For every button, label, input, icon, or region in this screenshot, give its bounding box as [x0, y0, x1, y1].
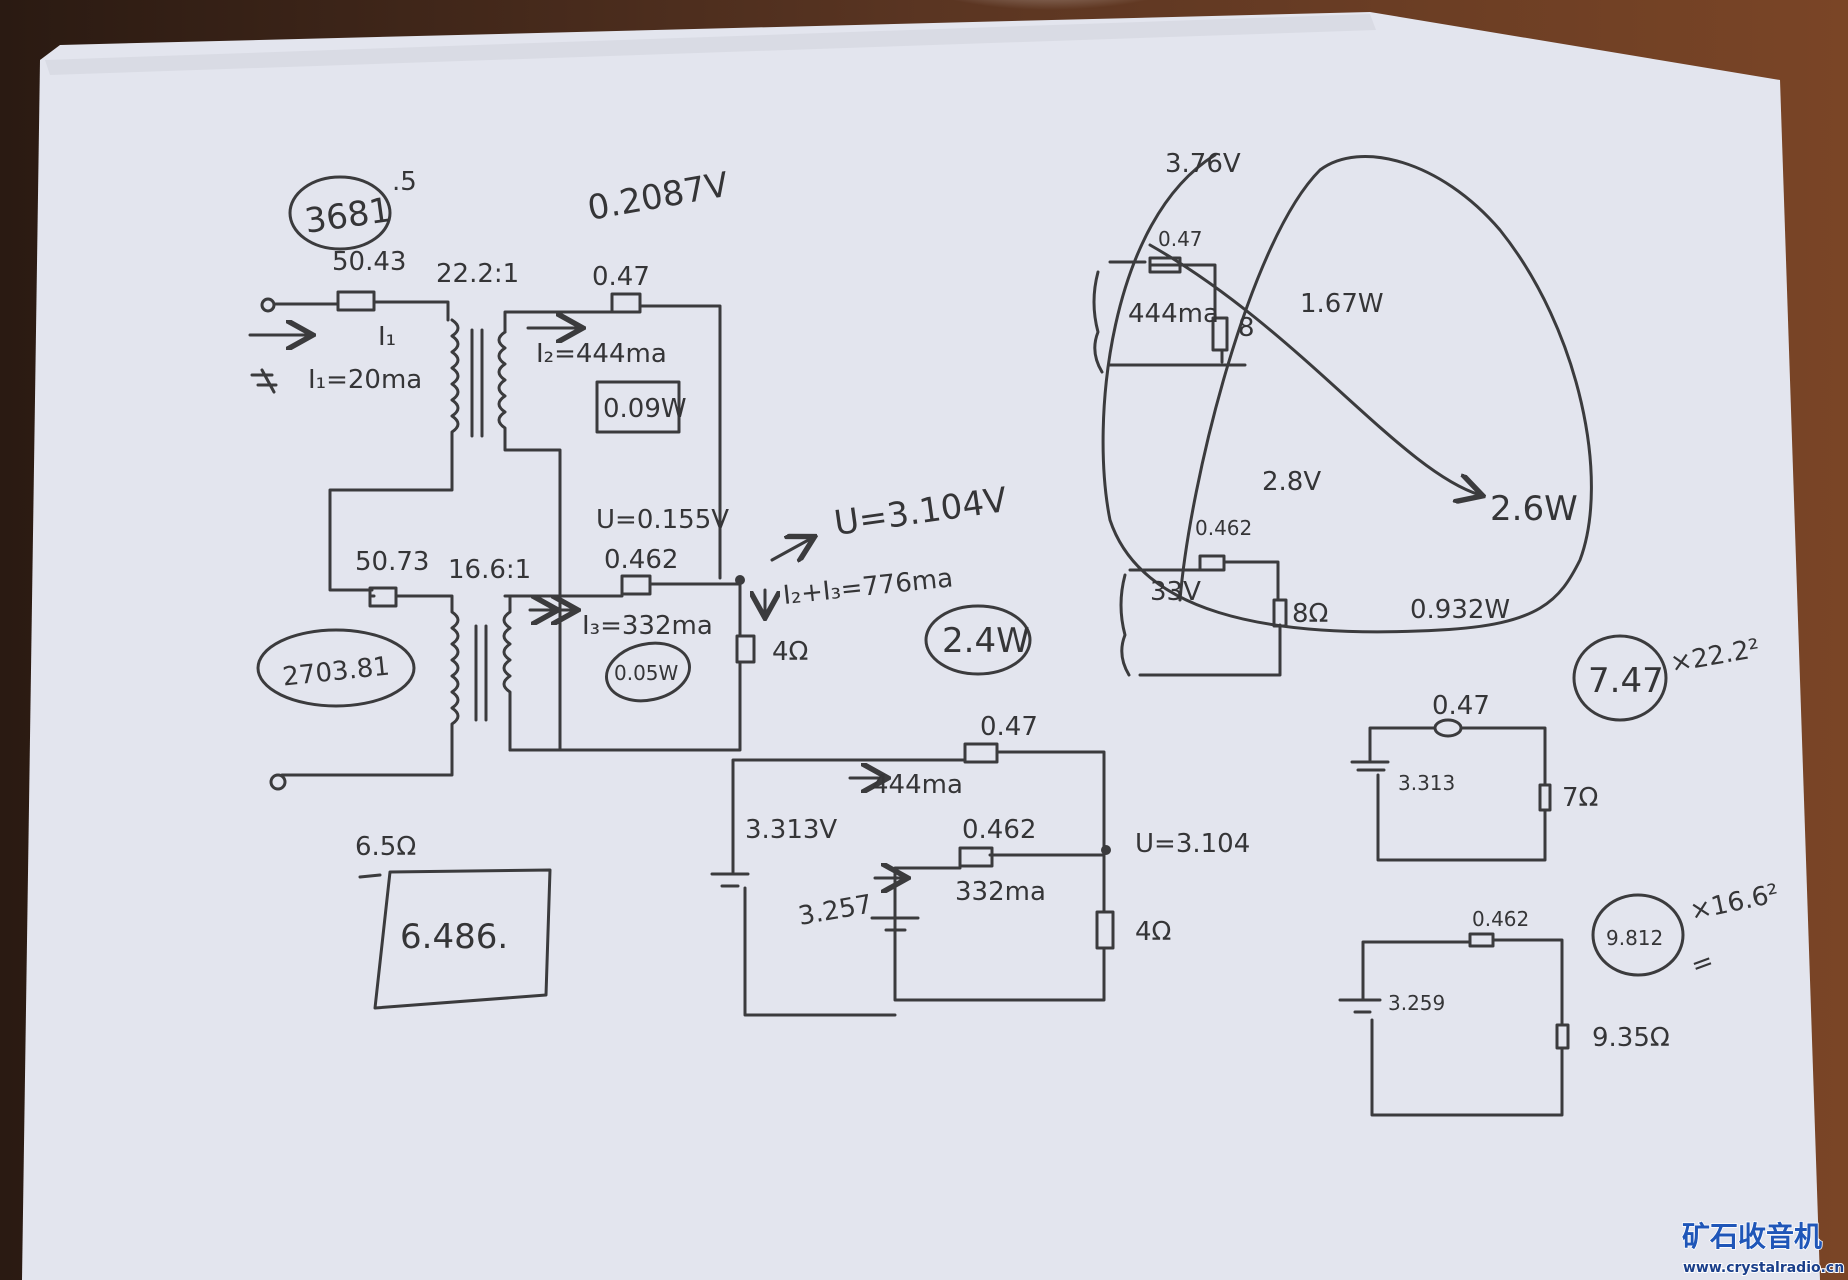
load-label: 9.35Ω: [1592, 1023, 1670, 1053]
p2-value: 0.09W: [603, 394, 687, 424]
battery: [1338, 998, 1382, 1014]
r-label: 0.462: [1472, 907, 1529, 931]
i2-value: I₂=444ma: [536, 339, 667, 369]
circle-mark: [605, 641, 691, 703]
watermark-title: 矿石收音机: [1682, 1220, 1822, 1253]
i-mid-label: 332ma: [955, 877, 1046, 907]
v-mid-label: 2.8V: [1262, 467, 1321, 497]
power-b-label: 2.6W: [1490, 489, 1578, 529]
ratio1-label: 22.2:1: [436, 259, 519, 289]
resistor-mid: [958, 846, 994, 868]
boxed-mark: [358, 868, 552, 1010]
ratio2-label: 16.6:1: [448, 555, 531, 585]
v-left-label: 3.313V: [745, 815, 837, 845]
power-c-label: 0.932W: [1410, 595, 1510, 625]
transformer-core-2: [474, 624, 488, 722]
circle-mark: [1591, 893, 1685, 977]
r3-label: 0.462: [604, 545, 678, 575]
ground-terminal: [269, 773, 287, 791]
pointer-arrow: [1148, 243, 1480, 495]
resistor-load: [1095, 910, 1115, 950]
v-label: 3.259: [1388, 991, 1445, 1015]
circled-value: 9.812: [1606, 926, 1663, 950]
equivalent-circuit: 0.47 444ma 3.313V 0.462 332ma 3.257 U=3.…: [710, 712, 1250, 1017]
i1-value: I₁=20ma: [308, 365, 422, 395]
power-a-label: 1.67W: [1300, 289, 1384, 319]
resistor-r3: [620, 574, 652, 596]
resistor-load: [1538, 783, 1552, 812]
grouping-curve: [1101, 153, 1593, 634]
battery: [1350, 760, 1390, 772]
total-power-label: 2.4W: [942, 621, 1030, 661]
r-bottom-label: 0.462: [1195, 516, 1252, 540]
pointer-arrow: [770, 538, 812, 560]
boxed-mark: [595, 380, 681, 434]
r-label: 0.47: [1432, 691, 1490, 721]
circuit-b: 9.812 ×16.6² = 0.462 3.259 9.35Ω: [1338, 879, 1782, 1117]
r1-label: 50.43: [332, 247, 406, 277]
load-label: 7Ω: [1562, 783, 1598, 813]
resistor: [1433, 718, 1463, 738]
voltage-drop-label: U=0.155V: [596, 505, 729, 535]
scribble-mark: [250, 368, 278, 394]
circle-mark: [288, 175, 392, 251]
r-top-label: 0.47: [1158, 227, 1203, 251]
light-glare: [900, 0, 1200, 50]
i-top-label: 444ma: [872, 770, 963, 800]
transformer-core-1: [470, 328, 484, 438]
v-top-label: 3.76V: [1165, 149, 1241, 179]
load-bottom-label: 8Ω: [1292, 599, 1328, 629]
r2-label: 0.47: [592, 262, 650, 292]
v-bottom-label: 33V: [1150, 577, 1201, 607]
circle-mark: [924, 604, 1032, 676]
circle-mark: [1572, 634, 1668, 722]
battery-mid: [870, 916, 920, 932]
resistor-bottom: [1198, 554, 1226, 572]
boxed-value: 6.486.: [400, 917, 508, 957]
resistor: [1468, 932, 1495, 948]
r-mid-label: 0.462: [962, 815, 1036, 845]
battery-left: [710, 872, 750, 888]
i-top-label: 444ma: [1128, 299, 1219, 329]
circle-mark: [256, 628, 416, 708]
i3-value: I₃=332ma: [582, 611, 713, 641]
v-label: 3.313: [1398, 771, 1455, 795]
r4-label: 50.73: [355, 547, 429, 577]
i1-label: I₁: [378, 322, 396, 352]
resistor-top: [963, 742, 999, 764]
resistor-r2: [610, 292, 642, 314]
watermark: 矿石收音机 www.crystalradio.cn: [1681, 1219, 1845, 1277]
resistance-note: 6.5Ω: [355, 832, 416, 862]
p3-value: 0.05W: [614, 661, 679, 685]
resistor-load-bottom: [1272, 598, 1288, 628]
load-label: 4Ω: [772, 637, 808, 667]
circled-value: 7.47: [1588, 661, 1664, 701]
resistor-load-top: [1211, 316, 1229, 352]
load-top-label: 8: [1238, 313, 1255, 343]
watermark-url: www.crystalradio.cn: [1683, 1260, 1844, 1276]
junction-node: [1101, 845, 1111, 855]
load-label: 4Ω: [1135, 917, 1171, 947]
primary-total-suffix: .5: [392, 167, 417, 197]
r-top-label: 0.47: [980, 712, 1038, 742]
power-diagram: 3.76V 0.47 444ma 8 1.67W 2.8V 2.6W 0.462…: [1092, 149, 1593, 677]
resistor-load: [1555, 1023, 1570, 1050]
u-node-label: U=3.104: [1135, 829, 1250, 859]
resistor-load: [735, 634, 756, 664]
resistor-r1: [336, 290, 376, 312]
resistor-top: [1148, 256, 1182, 274]
